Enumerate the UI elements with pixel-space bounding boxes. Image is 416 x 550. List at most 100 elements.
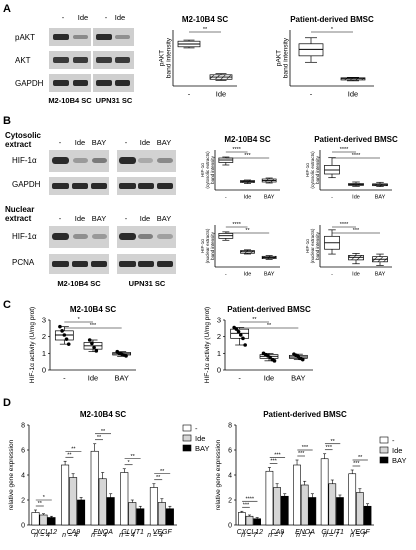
blot-band bbox=[52, 183, 69, 189]
y-axis-label-line: pAKT bbox=[275, 50, 282, 66]
legend: - Ide BAY - Ide BAY bbox=[182, 424, 406, 465]
blot-strip bbox=[49, 74, 91, 92]
x-tick-label: - bbox=[188, 90, 191, 99]
legend-label: Ide bbox=[392, 446, 402, 455]
bar bbox=[98, 478, 107, 526]
legend-swatch bbox=[182, 434, 192, 442]
y-axis-label-line: (cytosolic extracts) bbox=[310, 151, 315, 189]
significance-label: *** bbox=[353, 228, 360, 234]
x-tick-label: VEGF bbox=[351, 529, 371, 536]
bar bbox=[157, 502, 166, 526]
y-axis-label: pAKTband intensity bbox=[275, 37, 289, 78]
blot-band bbox=[96, 80, 112, 86]
blot-band bbox=[119, 233, 136, 240]
blot-col-label: Ide bbox=[140, 214, 150, 223]
x-tick-label: CA9 bbox=[271, 529, 285, 536]
bar bbox=[69, 477, 78, 526]
y-axis-label-line: band intensity bbox=[315, 231, 320, 260]
significance-label: ** bbox=[67, 452, 72, 458]
blot-col-label: - bbox=[62, 13, 65, 22]
x-tick-label: Ide bbox=[216, 90, 226, 99]
y-tick-label: 1 bbox=[42, 349, 46, 358]
significance-label: * bbox=[128, 460, 131, 466]
y-axis-label-line: band intensity bbox=[166, 37, 173, 78]
blot-col-label: BAY bbox=[157, 138, 171, 147]
data-point bbox=[243, 343, 247, 347]
y-axis-label-line: (nuclear extracts) bbox=[310, 228, 315, 263]
data-point bbox=[238, 333, 243, 337]
blot-band bbox=[138, 158, 153, 163]
x-tick-label: GLUT1 bbox=[321, 529, 344, 536]
y-axis-label-line: band intensity bbox=[210, 155, 215, 184]
bar bbox=[320, 458, 329, 526]
n-label: n = 7 bbox=[268, 532, 285, 539]
blot-band bbox=[73, 35, 88, 39]
blot-band bbox=[138, 234, 153, 239]
x-tick-label: - bbox=[310, 90, 313, 99]
blot-col-label: - bbox=[125, 138, 128, 147]
blot-band bbox=[96, 57, 112, 63]
y-axis-label: HIF-1α(cytosolic extracts)band intensity bbox=[305, 151, 320, 189]
x-tick-label: BAY bbox=[114, 374, 128, 383]
y-tick-label: 6 bbox=[21, 448, 25, 455]
chart-title: Patient-derived BMSC bbox=[314, 135, 398, 144]
y-axis-label-line: (cytosolic extracts) bbox=[205, 151, 210, 189]
extract-label: extract bbox=[5, 140, 32, 149]
cell-line-label: M2-10B4 SC bbox=[57, 279, 101, 288]
x-tick-label: Ide bbox=[348, 90, 358, 99]
blot-col-label: Ide bbox=[75, 214, 85, 223]
significance-label: **** bbox=[232, 222, 241, 228]
blot-row-label: AKT bbox=[15, 56, 31, 65]
bar bbox=[300, 484, 309, 526]
panel-letter-c: C bbox=[3, 299, 11, 311]
significance-label: ** bbox=[245, 228, 250, 234]
bar bbox=[265, 470, 274, 526]
extract-label: Nuclear bbox=[5, 205, 34, 214]
bar bbox=[293, 464, 301, 526]
significance-label: *** bbox=[244, 153, 251, 159]
blot-band bbox=[72, 261, 88, 267]
x-tick-label: CXCL12 bbox=[237, 529, 264, 536]
significance-label: ** bbox=[130, 454, 135, 460]
blot-band bbox=[115, 80, 130, 86]
y-tick-label: 2 bbox=[42, 332, 46, 341]
blot-strip bbox=[93, 74, 134, 92]
n-label: n = 7 bbox=[296, 532, 313, 539]
y-tick-label: 3 bbox=[42, 316, 46, 325]
cell-line-label: UPN31 SC bbox=[129, 279, 166, 288]
significance-label: ** bbox=[330, 439, 335, 445]
chart-B-cyto-right: Patient-derived BMSC HIF-1α(cytosolic ext… bbox=[305, 135, 398, 201]
significance-label: ** bbox=[97, 435, 102, 441]
x-tick-label: - bbox=[63, 374, 66, 383]
panel-a-blots: - Ide - Ide pAKT AKT GAPDH M2-10B4 SC UP… bbox=[15, 13, 134, 105]
blot-col-label: - bbox=[105, 13, 108, 22]
cell-line-label: M2-10B4 SC bbox=[48, 96, 92, 105]
cell-line-label: UPN31 SC bbox=[96, 96, 133, 105]
bar bbox=[308, 497, 317, 526]
significance-label: * bbox=[331, 27, 334, 33]
n-labels: n = 4 n = 4 n = 4 n = 4 n = 4 n = 7 n = … bbox=[34, 532, 367, 539]
legend-swatch bbox=[379, 456, 389, 464]
data-point bbox=[234, 327, 239, 331]
x-tick-label: BAY bbox=[291, 374, 305, 383]
blot-col-label: - bbox=[59, 214, 62, 223]
y-axis-label-line: relative gene expression bbox=[215, 439, 222, 510]
bar bbox=[165, 508, 174, 526]
y-axis-label-line: band intensity bbox=[210, 231, 215, 260]
legend-swatch bbox=[379, 446, 389, 454]
n-label: n = 4 bbox=[147, 532, 163, 539]
x-tick-label: CA9 bbox=[67, 529, 81, 536]
x-tick-label: VEGF bbox=[153, 529, 173, 536]
blot-strip bbox=[49, 28, 91, 46]
data-point bbox=[62, 333, 67, 337]
x-tick-label: GLUT1 bbox=[121, 529, 144, 536]
n-label: n = 4 bbox=[34, 532, 50, 539]
y-axis-label-line: HIF-1α activity (U/mg prot) bbox=[29, 307, 36, 383]
significance-label: **** bbox=[340, 147, 349, 153]
x-tick-label: - bbox=[331, 272, 333, 278]
significance-label: * bbox=[78, 317, 81, 323]
bar bbox=[39, 514, 48, 526]
y-axis-label: HIF-1α(nuclear extracts)band intensity bbox=[305, 228, 320, 263]
